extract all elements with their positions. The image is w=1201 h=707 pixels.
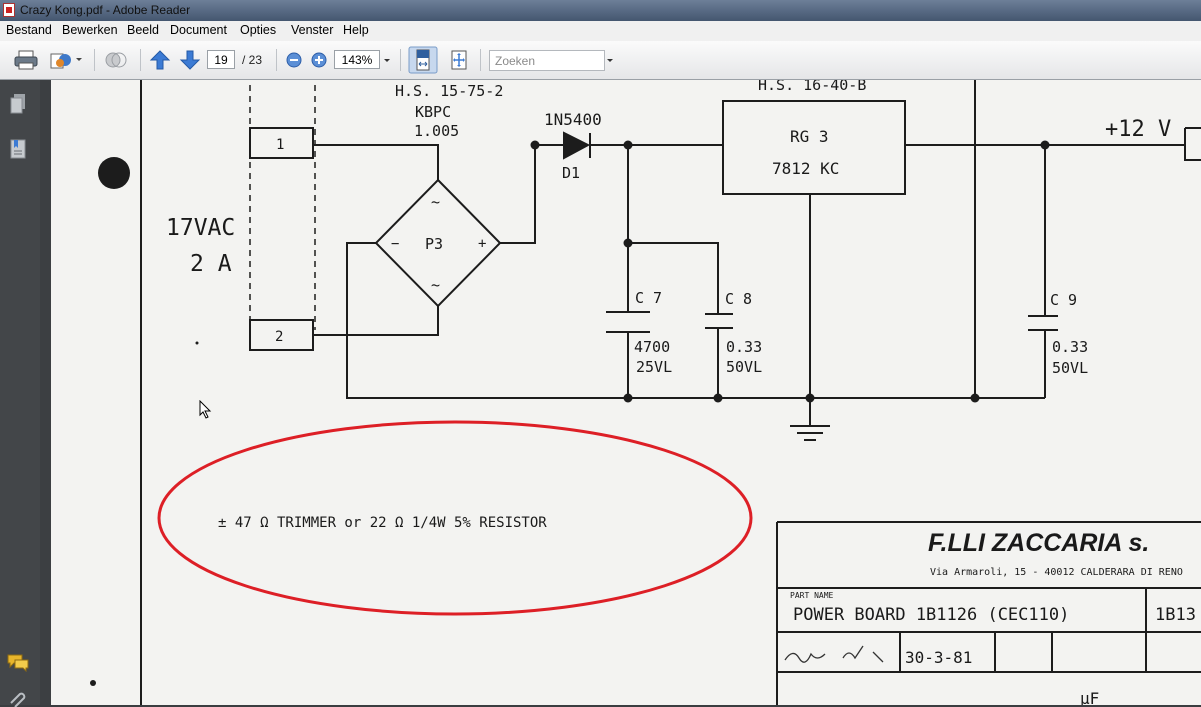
zoom-level-field[interactable]: 143%	[334, 50, 380, 69]
regulator-name-label: RG 3	[790, 127, 829, 146]
menu-bestand[interactable]: Bestand	[6, 23, 52, 37]
pdf-file-icon	[3, 3, 15, 17]
bridge-plus-label: +	[478, 236, 486, 252]
fit-page-icon[interactable]	[447, 49, 471, 71]
search-input[interactable]: Zoeken	[489, 50, 605, 71]
board-name: POWER BOARD 1B1126 (CEC110)	[793, 605, 1069, 625]
page-count: / 23	[242, 53, 263, 67]
drawing-date: 30-3-81	[905, 648, 972, 667]
c9-voltage-label: 50VL	[1052, 359, 1088, 377]
zoom-out-icon[interactable]	[284, 49, 304, 71]
toolbar: 19 / 23 143% Zoeken	[0, 41, 1201, 80]
menu-opties[interactable]: Opties	[240, 23, 277, 37]
menu-bar: Bestand Bewerken Beeld Document Opties V…	[0, 21, 1201, 42]
input-current-label: 2 A	[190, 251, 232, 277]
pages-panel-icon[interactable]	[8, 92, 30, 116]
toolbar-separator	[276, 49, 277, 71]
bridge-value-label: 1.005	[414, 122, 459, 140]
menu-document[interactable]: Document	[170, 23, 227, 37]
collaborate-icon[interactable]	[103, 49, 129, 71]
next-page-icon[interactable]	[179, 49, 201, 71]
schematic-drawing: H.S. 15-75-2 KBPC 1.005 1 2 17VAC 2 A P3…	[90, 80, 1201, 705]
company-name: F.LLI ZACCARIA s.	[928, 529, 1149, 557]
c7-value-label: 4700	[634, 338, 670, 356]
c7-voltage-label: 25VL	[636, 358, 672, 376]
search-dropdown-icon[interactable]	[604, 49, 616, 71]
menu-venster[interactable]: Venster	[291, 23, 334, 37]
punch-hole	[98, 157, 130, 189]
regulator-heatsink-label: H.S. 16-40-B	[758, 80, 866, 94]
input-voltage-label: 17VAC	[166, 215, 235, 241]
previous-page-icon[interactable]	[149, 49, 171, 71]
comments-icon[interactable]	[6, 652, 30, 672]
share-icon[interactable]	[48, 49, 84, 71]
signature	[784, 645, 884, 663]
part-name-caption: PART NAME	[790, 591, 834, 600]
connector-2-label: 2	[275, 329, 283, 345]
connector-1-label: 1	[276, 137, 284, 153]
bridge-name-label: P3	[425, 235, 443, 253]
attachments-icon[interactable]	[7, 689, 29, 707]
toolbar-separator	[140, 49, 141, 71]
menu-beeld[interactable]: Beeld	[127, 23, 159, 37]
c8-value-label: 0.33	[726, 338, 762, 356]
trimmer-note: ± 47 Ω TRIMMER or 22 Ω 1/4W 5% RESISTOR	[218, 515, 547, 531]
toolbar-separator	[480, 49, 481, 71]
bridge-minus-label: −	[391, 236, 399, 252]
heatsink-label: H.S. 15-75-2	[395, 82, 503, 100]
pdf-page: H.S. 15-75-2 KBPC 1.005 1 2 17VAC 2 A P3…	[51, 80, 1201, 705]
bridge-part-label: KBPC	[415, 103, 451, 121]
c9-name-label: C 9	[1050, 291, 1077, 309]
toolbar-separator	[94, 49, 95, 71]
mouse-cursor-icon	[199, 400, 212, 419]
title-bar: Crazy Kong.pdf - Adobe Reader	[0, 0, 1201, 21]
c8-name-label: C 8	[725, 290, 752, 308]
bridge-ac-top-label: ~	[431, 193, 440, 211]
zoom-in-icon[interactable]	[309, 49, 329, 71]
menu-help[interactable]: Help	[343, 23, 369, 37]
unit-label: μF	[1080, 689, 1099, 705]
scrolling-mode-icon[interactable]	[408, 46, 438, 74]
c9-value-label: 0.33	[1052, 338, 1088, 356]
document-view[interactable]: H.S. 15-75-2 KBPC 1.005 1 2 17VAC 2 A P3…	[40, 80, 1201, 705]
zoom-dropdown-icon[interactable]	[381, 49, 393, 71]
c7-name-label: C 7	[635, 289, 662, 307]
output-voltage-label: +12 V	[1105, 117, 1171, 142]
diode-part-label: 1N5400	[544, 110, 602, 129]
regulator-part-label: 7812 KC	[772, 159, 839, 178]
page-number-input[interactable]: 19	[207, 50, 235, 69]
navigation-panel	[0, 80, 40, 707]
toolbar-separator	[400, 49, 401, 71]
print-icon[interactable]	[13, 49, 39, 71]
c8-voltage-label: 50VL	[726, 358, 762, 376]
annotation-ellipse	[157, 420, 753, 616]
window-title: Crazy Kong.pdf - Adobe Reader	[20, 3, 191, 17]
diode-name-label: D1	[562, 164, 580, 182]
menu-bewerken[interactable]: Bewerken	[62, 23, 118, 37]
bookmarks-panel-icon[interactable]	[8, 137, 30, 161]
company-address: Via Armaroli, 15 - 40012 CALDERARA DI RE…	[930, 567, 1183, 578]
part-number-fragment: 1B13	[1155, 605, 1196, 625]
bridge-ac-bottom-label: ~	[431, 276, 440, 294]
